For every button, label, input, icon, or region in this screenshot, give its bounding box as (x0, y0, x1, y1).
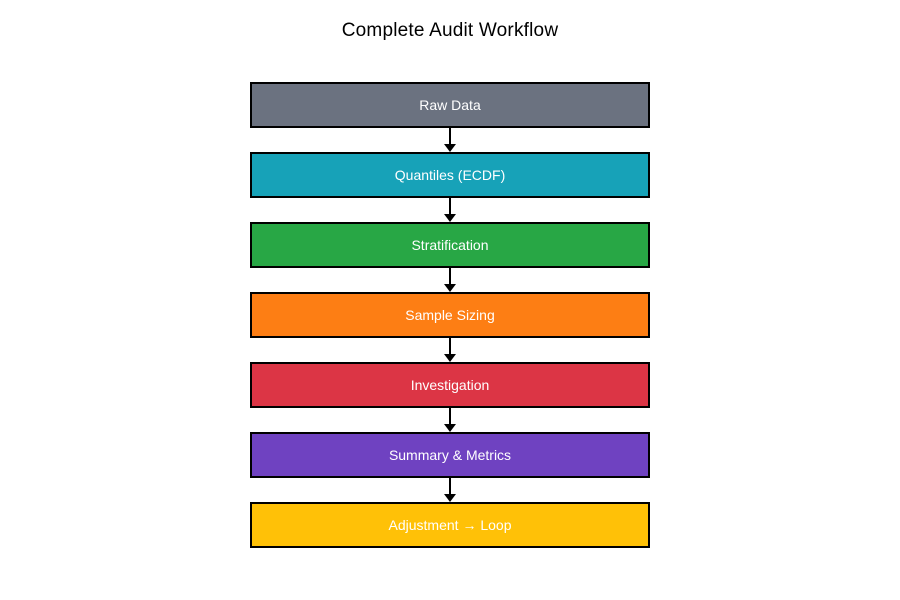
flow-step-investigation: Investigation (250, 362, 650, 408)
flow-connector-arrow (444, 198, 456, 222)
flow-connector-arrow (444, 408, 456, 432)
diagram-title: Complete Audit Workflow (341, 20, 559, 41)
flow-step-adjustment-loop: Adjustment → Loop (250, 502, 650, 548)
flow-step-label: Adjustment → Loop (388, 517, 512, 533)
flow-connector-arrow (444, 478, 456, 502)
flow-step-raw-data: Raw Data (250, 82, 650, 128)
flow-step-label: Investigation (410, 377, 490, 393)
flow-step-label: Summary & Metrics (388, 447, 512, 463)
flow-connector-arrow (444, 128, 456, 152)
flow-step-label: Stratification (411, 237, 489, 253)
arrow-head-icon (444, 424, 456, 432)
flow-step-label: Sample Sizing (405, 307, 495, 323)
flow-step-sample-sizing: Sample Sizing (250, 292, 650, 338)
arrow-line (449, 338, 451, 356)
arrow-head-icon (444, 144, 456, 152)
arrow-line (449, 198, 451, 216)
arrow-head-icon (444, 214, 456, 222)
arrow-line (449, 128, 451, 146)
flow-connector-arrow (444, 268, 456, 292)
flow-step-label: Raw Data (419, 97, 481, 113)
arrow-head-icon (444, 494, 456, 502)
arrow-line (449, 268, 451, 286)
flow-step-quantiles-ecdf: Quantiles (ECDF) (250, 152, 650, 198)
arrow-line (449, 478, 451, 496)
arrow-head-icon (444, 284, 456, 292)
flow-step-label: Quantiles (ECDF) (394, 167, 506, 183)
flow-connector-arrow (444, 338, 456, 362)
flow-step-stratification: Stratification (250, 222, 650, 268)
flow-step-summary-metrics: Summary & Metrics (250, 432, 650, 478)
arrow-head-icon (444, 354, 456, 362)
arrow-line (449, 408, 451, 426)
